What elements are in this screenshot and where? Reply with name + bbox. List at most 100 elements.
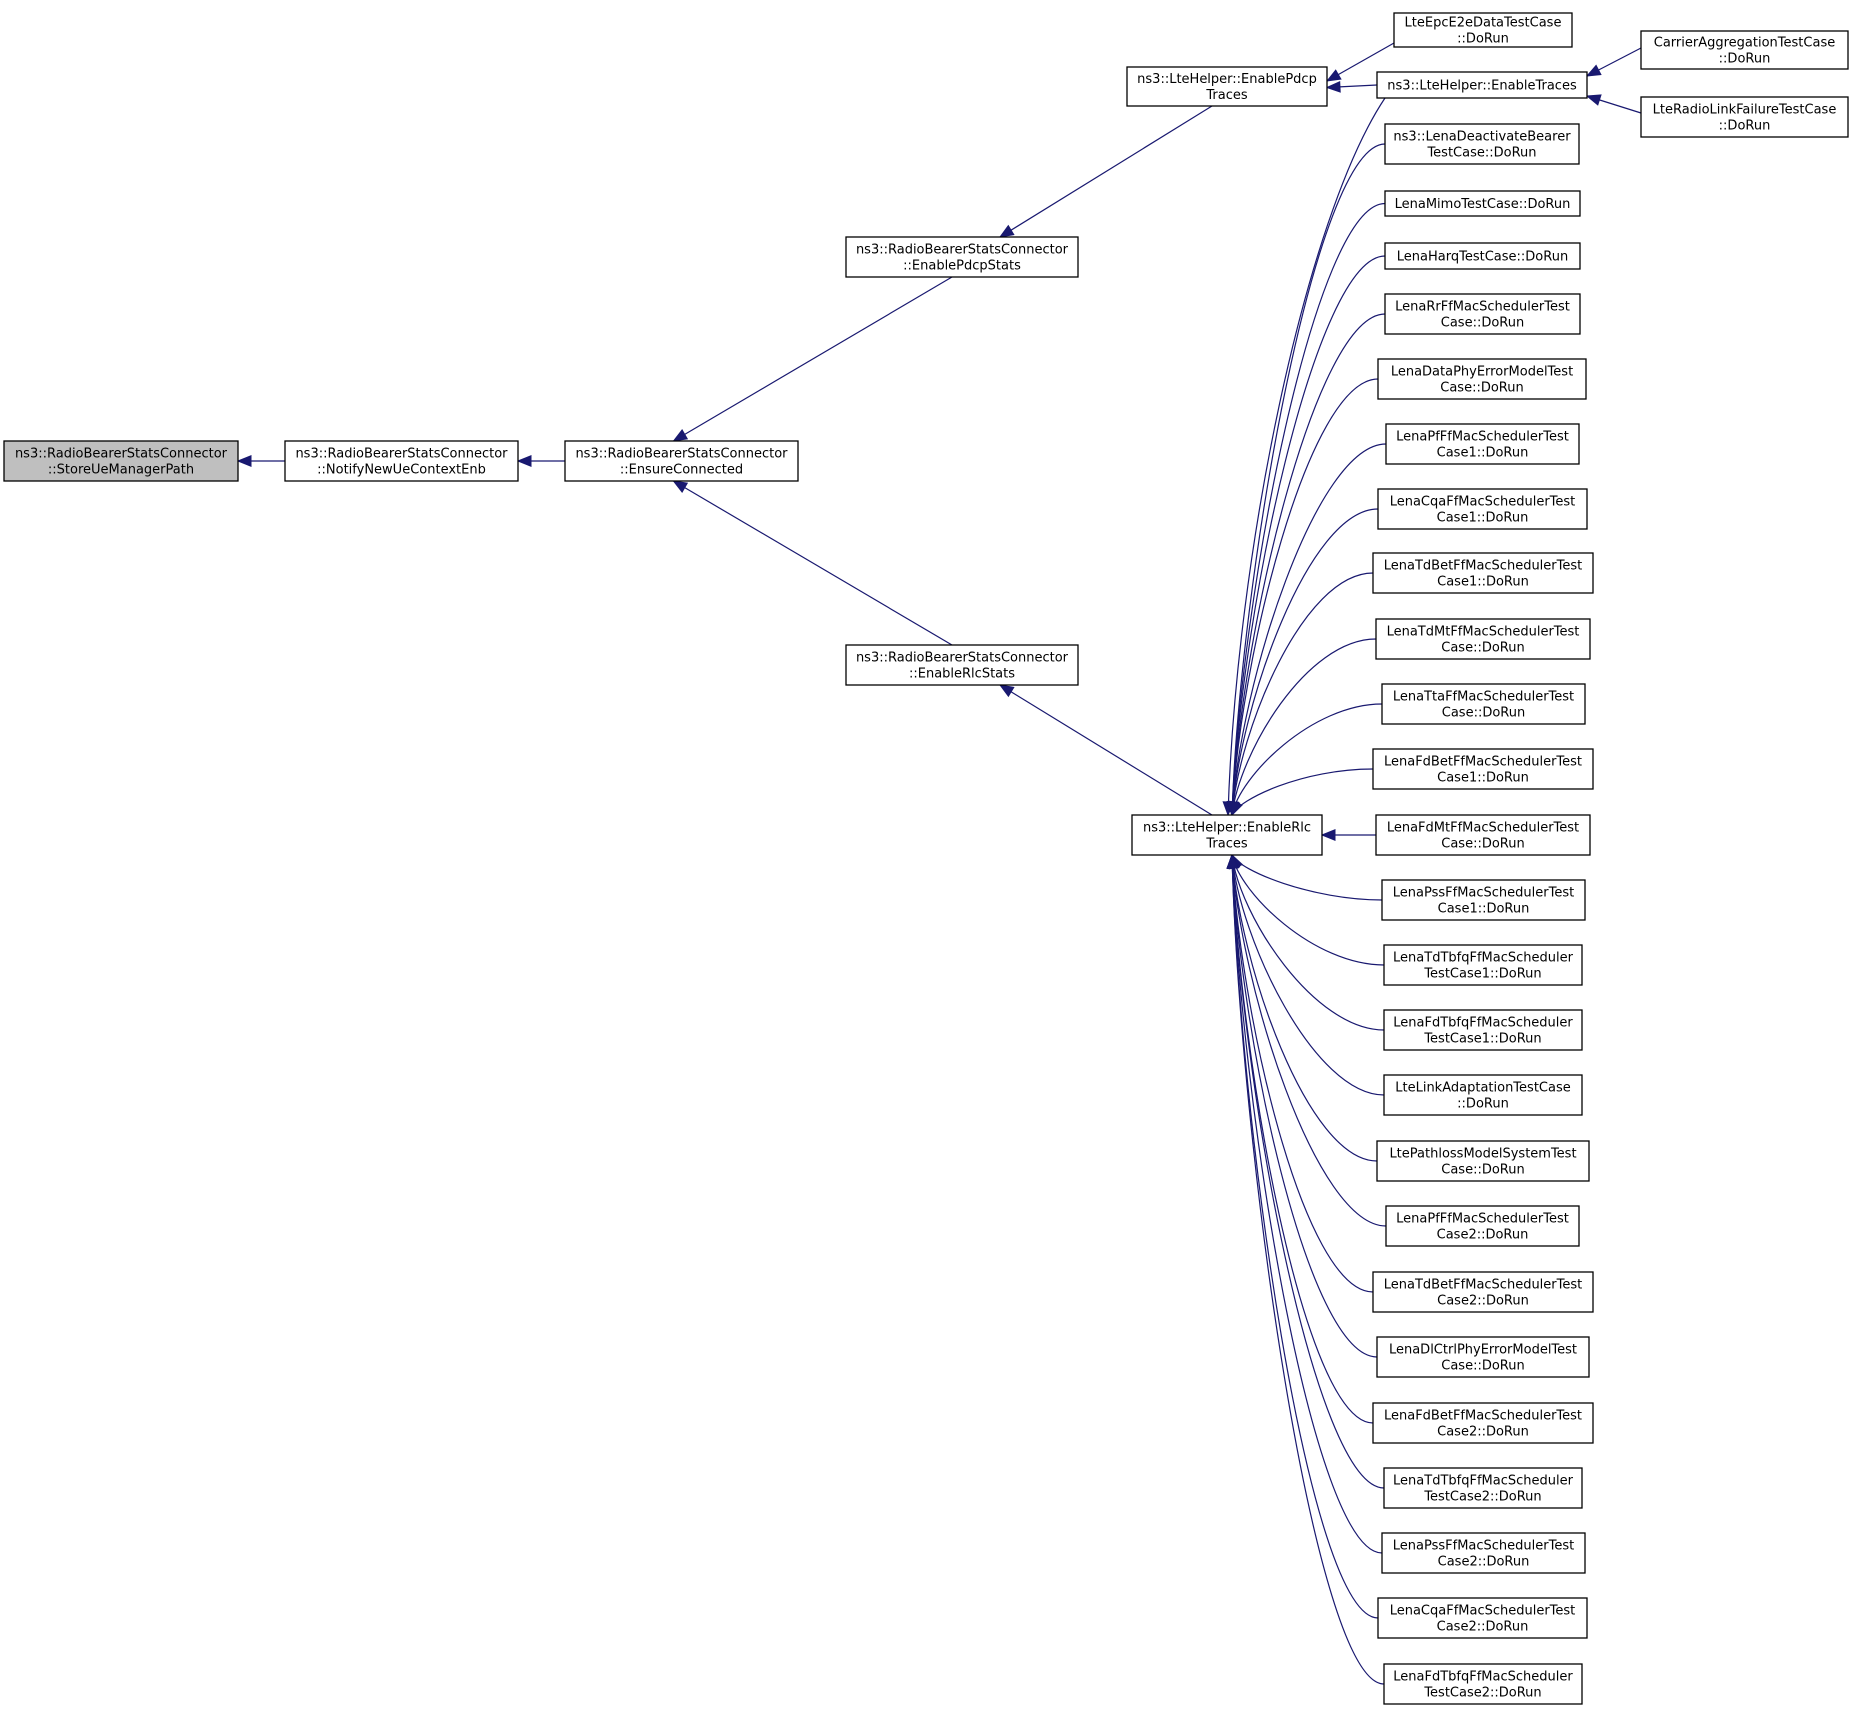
node-box xyxy=(1383,1009,1583,1051)
edge-arrowhead xyxy=(1325,80,1341,93)
node-box xyxy=(1385,1205,1580,1247)
node-label-line: TestCase1::DoRun xyxy=(1423,1032,1541,1047)
node-label-line: Case2::DoRun xyxy=(1437,1228,1529,1243)
node-rlcstats[interactable]: ns3::RadioBearerStatsConnector::EnableRl… xyxy=(845,644,1079,686)
node-mimo[interactable]: LenaMimoTestCase::DoRun xyxy=(1384,190,1581,217)
node-label-line: ::DoRun xyxy=(1719,119,1771,134)
node-label-line: LenaDlCtrlPhyErrorModelTest xyxy=(1389,1343,1577,1358)
node-box xyxy=(564,440,799,482)
node-linkadapt[interactable]: LteLinkAdaptationTestCase::DoRun xyxy=(1383,1074,1583,1116)
edge-arrowhead xyxy=(672,429,689,442)
edge-line xyxy=(999,105,1213,238)
node-store[interactable]: ns3::RadioBearerStatsConnector::StoreUeM… xyxy=(3,440,239,482)
node-box xyxy=(3,440,239,482)
node-box xyxy=(1383,1663,1583,1705)
node-box xyxy=(845,644,1079,686)
edge-line xyxy=(1231,443,1387,816)
node-traces[interactable]: ns3::LteHelper::EnableTraces xyxy=(1376,71,1588,99)
node-notify[interactable]: ns3::RadioBearerStatsConnector::NotifyNe… xyxy=(284,440,519,482)
edge-notify-to-store xyxy=(236,455,285,467)
node-label-line: TestCase2::DoRun xyxy=(1423,1490,1541,1505)
edge-line xyxy=(1231,143,1386,816)
node-box xyxy=(1376,1140,1590,1182)
node-pdcpstats[interactable]: ns3::RadioBearerStatsConnector::EnablePd… xyxy=(845,236,1079,278)
node-box xyxy=(1393,12,1573,48)
node-label-line: LenaFdBetFfMacSchedulerTest xyxy=(1384,755,1582,770)
node-label-line: LenaTdMtFfMacSchedulerTest xyxy=(1387,625,1580,640)
node-label-line: Case::DoRun xyxy=(1441,1359,1524,1374)
edge-line xyxy=(1231,854,1378,1358)
edge-line xyxy=(1231,854,1378,1162)
node-label-line: Case1::DoRun xyxy=(1438,902,1530,917)
node-label-line: LenaPfFfMacSchedulerTest xyxy=(1396,430,1569,445)
node-carrier[interactable]: CarrierAggregationTestCase::DoRun xyxy=(1640,30,1849,70)
node-label-line: Case1::DoRun xyxy=(1437,446,1529,461)
node-label-line: Traces xyxy=(1205,88,1247,103)
node-label-line: TestCase2::DoRun xyxy=(1423,1686,1541,1701)
edge-line xyxy=(1231,703,1383,816)
edge-line xyxy=(1231,854,1387,1227)
node-epc[interactable]: LteEpcE2eDataTestCase::DoRun xyxy=(1393,12,1573,48)
node-rlf[interactable]: LteRadioLinkFailureTestCase::DoRun xyxy=(1640,96,1849,138)
edge-line xyxy=(1231,378,1379,816)
edge-arrowhead xyxy=(1231,800,1243,817)
node-label-line: TestCase1::DoRun xyxy=(1423,967,1541,982)
node-label-line: LenaMimoTestCase::DoRun xyxy=(1395,197,1571,212)
edge-line xyxy=(1231,854,1385,1489)
node-label-line: LteLinkAdaptationTestCase xyxy=(1395,1081,1570,1096)
node-label-line: Traces xyxy=(1205,837,1247,852)
node-ensure[interactable]: ns3::RadioBearerStatsConnector::EnsureCo… xyxy=(564,440,799,482)
edge-fdbet1-to-rlctraces xyxy=(1231,768,1374,817)
node-label-line: ::EnableRlcStats xyxy=(909,667,1015,682)
edge-line xyxy=(1231,854,1383,1554)
node-label-line: Case1::DoRun xyxy=(1437,575,1529,590)
node-harq[interactable]: LenaHarqTestCase::DoRun xyxy=(1384,242,1581,270)
node-label-line: Case2::DoRun xyxy=(1437,1425,1529,1440)
node-label-line: LenaFdTbfqFfMacScheduler xyxy=(1393,1670,1573,1685)
edge-arrowhead xyxy=(672,480,689,493)
edge-line xyxy=(1231,255,1386,816)
node-box xyxy=(1384,242,1581,270)
node-label-line: LenaPssFfMacSchedulerTest xyxy=(1393,1539,1574,1554)
edge-traces-to-rlctraces xyxy=(1222,97,1386,817)
node-label-line: LenaRrFfMacSchedulerTest xyxy=(1395,300,1570,315)
edge-fdtbfq1-to-rlctraces xyxy=(1227,853,1385,1031)
node-box xyxy=(845,236,1079,278)
node-label-line: LenaCqaFfMacSchedulerTest xyxy=(1390,1604,1576,1619)
node-label-line: Case2::DoRun xyxy=(1438,1555,1530,1570)
node-box xyxy=(1383,1074,1583,1116)
node-label-line: ns3::LteHelper::EnablePdcp xyxy=(1137,72,1317,87)
node-box xyxy=(1383,1467,1583,1509)
node-label-line: ::EnablePdcpStats xyxy=(903,259,1021,274)
node-box xyxy=(1377,488,1588,530)
edge-tdtbfq1-to-rlctraces xyxy=(1228,853,1385,966)
edges-layer xyxy=(236,42,1642,1685)
node-box xyxy=(1131,814,1323,856)
node-box xyxy=(1381,1532,1586,1574)
node-box xyxy=(1376,71,1588,99)
